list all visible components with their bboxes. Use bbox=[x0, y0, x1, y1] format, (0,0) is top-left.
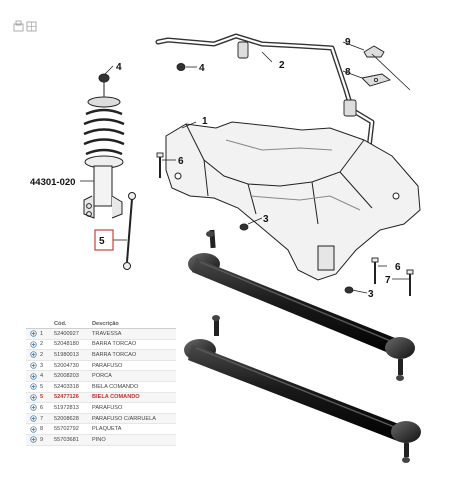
stabilizer-link-photo-upper bbox=[188, 229, 415, 381]
header-description: Descrição bbox=[92, 320, 119, 327]
row-description: BARRA TORCAO bbox=[92, 341, 137, 348]
table-row[interactable]: 2 52048180 BARRA TORCAO bbox=[26, 340, 176, 351]
callout-9: 9 bbox=[345, 37, 351, 48]
bar-bushing-right bbox=[343, 99, 357, 117]
callout-7: 7 bbox=[385, 275, 391, 286]
table-row[interactable]: 5 52403318 BIELA COMANDO bbox=[26, 382, 176, 393]
callout-4-crossmember: 4 bbox=[199, 63, 205, 74]
table-row[interactable]: 9 55703681 PINO bbox=[26, 434, 176, 446]
callout-4-top: 4 bbox=[116, 62, 122, 73]
bar-bushing-left bbox=[237, 41, 249, 59]
row-item: 4 bbox=[40, 373, 44, 380]
table-row[interactable]: 2 51980013 BARRA TORCAO bbox=[26, 350, 176, 361]
plus-icon[interactable] bbox=[26, 425, 40, 433]
row-description: PARAFUSO bbox=[92, 362, 123, 369]
header-code: Cód. bbox=[54, 320, 67, 327]
row-description: PINO bbox=[92, 436, 106, 443]
plus-icon[interactable] bbox=[26, 330, 40, 337]
callout-8: 8 bbox=[345, 67, 351, 78]
row-code: 52400927 bbox=[54, 330, 79, 337]
plus-icon[interactable] bbox=[26, 351, 40, 359]
callout-3-left: 3 bbox=[263, 214, 269, 225]
row-item: 6 bbox=[40, 404, 44, 411]
small-stabilizer-link bbox=[123, 192, 136, 270]
callout-2: 2 bbox=[279, 60, 285, 71]
row-code: 52008628 bbox=[54, 415, 79, 422]
table-row[interactable]: 8 55702792 PLAQUETA bbox=[26, 424, 176, 435]
row-code: 52477126 bbox=[54, 394, 79, 401]
callout-6-left: 6 bbox=[178, 156, 184, 167]
parts-table-header: Cód. Descrição bbox=[26, 319, 176, 329]
row-item: 7 bbox=[40, 415, 44, 422]
row-code: 52403318 bbox=[54, 383, 79, 390]
table-row[interactable]: 3 52004730 PARAFUSO bbox=[26, 361, 176, 372]
row-item: 1 bbox=[40, 330, 44, 337]
bolt-7 bbox=[406, 269, 414, 296]
bolt-6-right bbox=[371, 257, 379, 284]
row-code: 55702792 bbox=[54, 426, 79, 433]
strut-nut bbox=[98, 73, 110, 83]
callout-1: 1 bbox=[202, 116, 208, 127]
plus-icon[interactable] bbox=[26, 394, 40, 401]
row-code: 52004730 bbox=[54, 362, 79, 369]
row-item: 5 bbox=[40, 383, 44, 390]
table-row[interactable]: 6 51972813 PARAFUSO bbox=[26, 403, 176, 414]
plus-icon[interactable] bbox=[26, 415, 40, 422]
table-row[interactable]: 1 52400927 TRAVESSA bbox=[26, 329, 176, 340]
nut-3-right bbox=[344, 286, 354, 294]
callout-5: 5 bbox=[99, 236, 105, 247]
plus-icon[interactable] bbox=[26, 373, 40, 380]
row-item: 2 bbox=[40, 351, 44, 358]
plus-icon[interactable] bbox=[26, 341, 40, 348]
callout-3-right: 3 bbox=[368, 289, 374, 300]
coil-spring bbox=[83, 108, 125, 156]
row-code: 51972813 bbox=[54, 404, 79, 411]
table-row[interactable]: 4 52008203 PORCA bbox=[26, 371, 176, 382]
plate-8 bbox=[361, 73, 391, 87]
pin-9 bbox=[363, 45, 385, 58]
row-code: 55703681 bbox=[54, 436, 79, 443]
plus-icon[interactable] bbox=[26, 383, 40, 390]
table-row[interactable]: 5 52477126 BIELA COMANDO bbox=[26, 392, 176, 404]
stabilizer-link-photo-lower bbox=[184, 315, 421, 463]
row-code: 52048180 bbox=[54, 341, 79, 348]
strut-tube bbox=[93, 165, 113, 207]
table-row[interactable]: 7 52008628 PARAFUSO C/ARRUELA bbox=[26, 413, 176, 425]
row-code: 52008203 bbox=[54, 373, 79, 380]
row-description: PARAFUSO C/ARRUELA bbox=[92, 415, 156, 422]
parts-table: Cód. Descrição 1 52400927 TRAVESSA 2 5204818… bbox=[26, 319, 176, 446]
row-item: 5 bbox=[40, 394, 44, 401]
plus-icon[interactable] bbox=[26, 404, 40, 412]
row-description: PARAFUSO bbox=[92, 404, 123, 411]
plus-icon[interactable] bbox=[26, 362, 40, 369]
row-description: BIELA COMANDO bbox=[92, 383, 139, 390]
row-description: PLAQUETA bbox=[92, 426, 122, 433]
highlight-box-5 bbox=[94, 229, 114, 251]
callout-6-right: 6 bbox=[395, 262, 401, 273]
row-description: BARRA TORCAO bbox=[92, 351, 137, 358]
row-code: 51980013 bbox=[54, 351, 79, 358]
bolt-6-left bbox=[156, 152, 164, 178]
row-item: 2 bbox=[40, 341, 44, 348]
crossmember bbox=[165, 121, 421, 281]
plus-icon[interactable] bbox=[26, 436, 40, 443]
strut-assembly bbox=[83, 73, 125, 219]
strut-part-number: 44301-020 bbox=[30, 177, 75, 188]
row-description: TRAVESSA bbox=[92, 330, 122, 337]
row-item: 8 bbox=[40, 426, 44, 433]
grid-icon[interactable] bbox=[26, 21, 37, 32]
row-item: 3 bbox=[40, 362, 44, 369]
row-description: BIELA COMANDO bbox=[92, 394, 140, 401]
nut-3-left bbox=[239, 223, 249, 231]
nut-4-left bbox=[176, 63, 186, 71]
print-icon[interactable] bbox=[13, 20, 24, 32]
row-item: 9 bbox=[40, 436, 44, 443]
row-description: PORCA bbox=[92, 373, 112, 380]
